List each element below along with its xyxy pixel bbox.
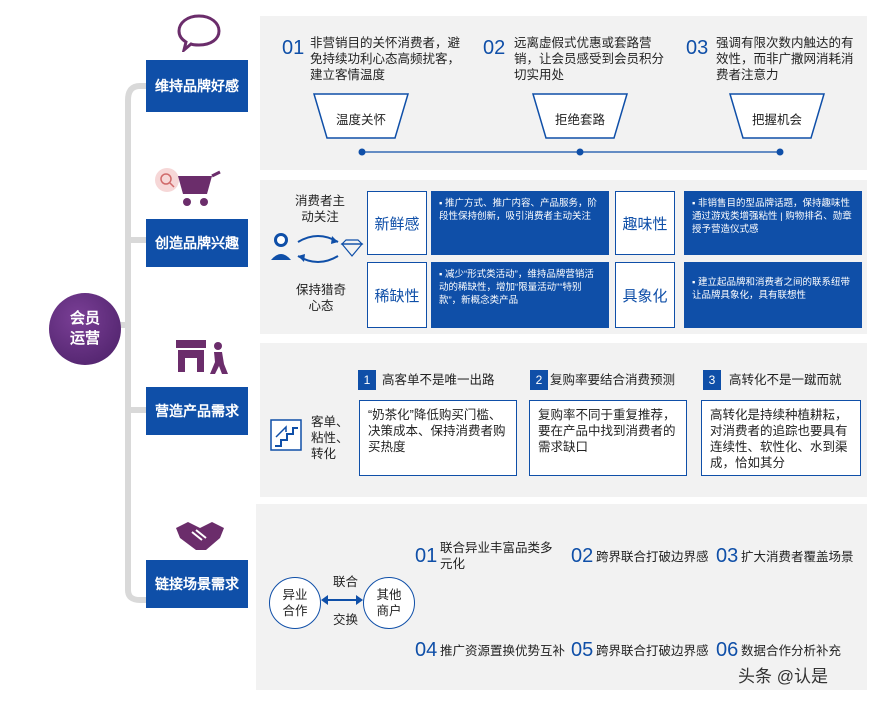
watermark: 头条 @认是 <box>738 667 828 686</box>
s2-desc-concrete: ▪ 建立起品牌和消费者之间的联系纽带让品牌具象化，具有联想性 <box>684 262 862 328</box>
s4-text-3: 扩大消费者覆盖场景 <box>741 550 854 564</box>
s2-top-label: 消费者主动关注 <box>294 194 345 224</box>
s4-num-2: 02 <box>571 545 594 567</box>
s1-text-3: 强调有限次数内触达的有效性，而非广撒网消耗消费者注意力 <box>716 36 854 82</box>
s3-text-1: “奶茶化”降低购买门槛、决策成本、保持消费者购买热度 <box>359 400 517 476</box>
s3-title-2: 复购率要结合消费预测 <box>550 373 676 387</box>
s4-circle-other-merchants: 其他商户 <box>363 577 415 629</box>
consumer-diamond-cycle-icon <box>271 233 364 263</box>
link-scenario-demand-box: 链接场景需求 <box>146 560 248 608</box>
s4-num-5: 05 <box>571 639 594 661</box>
s3-title-3: 高转化不是一蹴而就 <box>729 373 842 387</box>
speech-bubble-icon <box>177 14 221 52</box>
s1-num-2: 02 <box>483 37 506 59</box>
s3-num-3: 3 <box>703 370 721 390</box>
create-brand-interest-box: 创造品牌兴趣 <box>146 219 248 267</box>
s1-text-2: 远离虚假式优惠或套路营销，让会员感受到会员积分切实用处 <box>514 36 665 82</box>
s2-title-fun: 趣味性 <box>615 191 675 255</box>
maintain-brand-favor-box: 维持品牌好感 <box>146 60 248 112</box>
shopping-cart-icon <box>155 168 221 206</box>
stairs-growth-icon <box>270 419 302 451</box>
s1-num-3: 03 <box>686 37 709 59</box>
s2-bottom-label: 保持猎奇心态 <box>295 283 346 313</box>
s4-num-6: 06 <box>716 639 739 661</box>
hub-line-2: 运营 <box>69 330 100 347</box>
s1-label-seize-chance: 把握机会 <box>728 93 826 139</box>
s4-num-4: 04 <box>415 639 438 661</box>
create-product-demand-box: 营造产品需求 <box>146 387 248 435</box>
s1-label-no-tricks: 拒绝套路 <box>531 93 629 139</box>
s2-title-scarcity: 稀缺性 <box>367 262 427 328</box>
s2-desc-freshness: ▪ 推广方式、推广内容、产品服务，阶段性保持创新，吸引消费者主动关注 <box>431 191 609 255</box>
s2-title-concrete: 具象化 <box>615 262 675 328</box>
s1-label-warmth: 温度关怀 <box>312 93 410 139</box>
s1-timeline <box>358 148 784 156</box>
s2-desc-scarcity: ▪ 减少“形式类活动”，维持品牌营销活动的稀缺性，增加“限量活动”“特别款”，新… <box>431 262 609 328</box>
s2-desc-fun: ▪ 非销售目的型品牌话题，保持趣味性通过游戏类增强粘性 | 购物排名、勋章授予营… <box>684 191 862 255</box>
member-ops-hub: 会员 运营 <box>49 293 121 365</box>
s1-num-1: 01 <box>282 37 305 59</box>
s4-text-2: 跨界联合打破边界感 <box>596 550 709 564</box>
s2-title-freshness: 新鲜感 <box>367 191 427 255</box>
s4-circle-crossindustry: 异业合作 <box>269 577 321 629</box>
s4-num-1: 01 <box>415 545 438 567</box>
s3-title-1: 高客单不是唯一出路 <box>382 373 495 387</box>
s4-text-5: 跨界联合打破边界感 <box>596 644 709 658</box>
s3-text-2: 复购率不同于重复推荐，要在产品中找到消费者的需求缺口 <box>529 400 687 476</box>
handshake-icon <box>176 522 224 550</box>
hub-line-1: 会员 <box>69 310 100 327</box>
s4-bottom-label: 交换 <box>333 613 359 627</box>
s1-text-1: 非营销目的关怀消费者，避免持续功利心态高频扰客，建立客情温度 <box>310 36 461 82</box>
section-1-panel <box>260 16 867 170</box>
s4-exchange-arrow <box>321 595 363 605</box>
s3-side-label: 客单、粘性、转化 <box>311 415 349 461</box>
s3-num-1: 1 <box>358 370 376 390</box>
storefront-icon <box>176 340 228 374</box>
s3-num-2: 2 <box>530 370 548 390</box>
s4-top-label: 联合 <box>333 575 359 589</box>
s4-text-6: 数据合作分析补充 <box>741 644 842 658</box>
s4-text-4: 推广资源置换优势互补 <box>440 644 566 658</box>
s4-num-3: 03 <box>716 545 739 567</box>
s3-text-3: 高转化是持续种植耕耘，对消费者的追踪也要具有连续性、软性化、水到渠成，恰如其分 <box>701 400 861 476</box>
s4-text-1: 联合异业丰富品类多元化 <box>440 541 553 571</box>
